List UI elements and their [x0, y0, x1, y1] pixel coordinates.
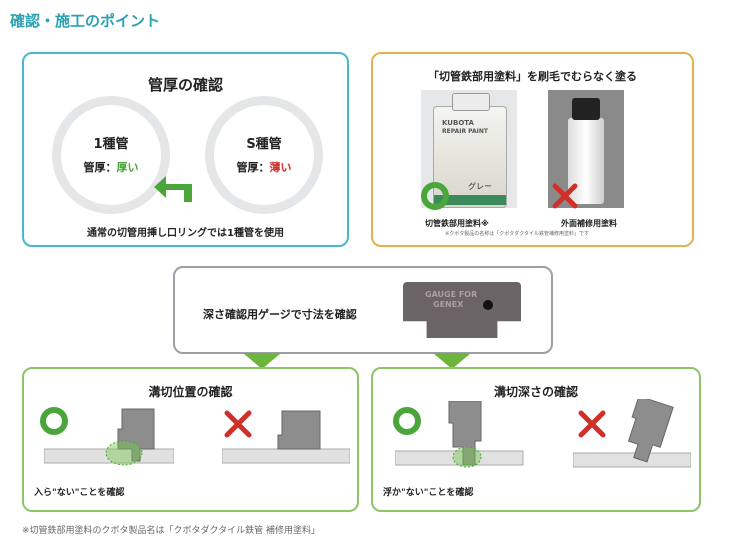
groove-depth-heading: 溝切深さの確認 — [493, 385, 578, 399]
type1-thickness-label: 管厚： — [83, 161, 117, 174]
ok-circle-icon-2 — [40, 407, 68, 435]
arrow-left-icon — [154, 176, 192, 202]
thickness-heading: 管厚の確認 — [147, 76, 223, 94]
paint-heading: 「切管鉄部用塗料」を刷毛でむらなく塗る — [428, 70, 637, 83]
groove-position-heading: 溝切位置の確認 — [148, 385, 233, 399]
type1-name: 1種管 — [93, 137, 129, 152]
type1-thickness: 管厚：厚い — [61, 159, 161, 175]
arrow-down-icon — [243, 353, 281, 369]
typeS-thickness: 管厚：薄い — [214, 159, 314, 175]
ng-cross-icon — [552, 183, 578, 209]
ng-cross-icon-2 — [224, 410, 252, 438]
paint-can-stripe — [434, 195, 506, 205]
gauge-caption: 深さ確認用ゲージで寸法を確認 — [203, 308, 357, 321]
footnote: ※切管鉄部用塗料のクボタ製品名は「クボタダクタイル鉄管 補修用塗料」 — [22, 526, 321, 536]
gauge-label-1: GAUGE FOR — [425, 290, 478, 299]
paint-ok-caption: 切管鉄部用塗料※ — [425, 219, 489, 228]
arrow-down-icon-2 — [433, 353, 471, 369]
type1-ring: 1種管 管厚：厚い — [52, 96, 170, 214]
paint-ng-caption: 外面補修用塗料 — [561, 219, 617, 228]
groove-depth-ng-diagram — [573, 399, 691, 468]
thickness-panel: 管厚の確認 1種管 管厚：厚い S種管 管厚：薄い 通常の切管用挿し口リングでは… — [22, 52, 349, 247]
page-title: 確認・施工のポイント — [10, 12, 161, 30]
paint-panel: 「切管鉄部用塗料」を刷毛でむらなく塗る KUBOTA REPAIR PAINT … — [371, 52, 694, 247]
ok-circle-icon — [421, 182, 449, 210]
thickness-caption: 通常の切管用挿し口リングでは1種管を使用 — [87, 228, 284, 239]
groove-depth-caption: 浮か"ない"ことを確認 — [383, 488, 474, 498]
gauge-photo: GAUGE FOR GENEX — [403, 282, 521, 338]
typeS-thickness-value: 薄い — [269, 161, 292, 174]
paint-can-color: グレー — [468, 182, 492, 191]
paint-can-product: REPAIR PAINT — [442, 128, 488, 135]
paint-can-brand: KUBOTA — [442, 119, 474, 127]
typeS-ring: S種管 管厚：薄い — [205, 96, 323, 214]
ng-cross-icon-3 — [578, 410, 606, 438]
spray-can-cap — [572, 98, 600, 120]
type1-thickness-value: 厚い — [116, 161, 139, 174]
paint-can-lid — [452, 93, 490, 111]
groove-depth-ok-diagram — [395, 401, 524, 468]
groove-position-caption: 入ら"ない"ことを確認 — [34, 488, 125, 498]
groove-position-panel: 溝切位置の確認 入ら"ない"ことを確認 — [22, 367, 359, 512]
typeS-name: S種管 — [246, 137, 282, 152]
groove-depth-panel: 溝切深さの確認 浮か"ない"ことを確認 — [371, 367, 701, 512]
gauge-label-2: GENEX — [433, 300, 464, 309]
ok-circle-icon-3 — [393, 407, 421, 435]
typeS-thickness-label: 管厚： — [236, 161, 270, 174]
gauge-hole — [483, 300, 493, 310]
groove-position-ng-diagram — [222, 410, 350, 464]
groove-position-ok-diagram — [44, 408, 174, 466]
paint-ok-subcaption: ※クボタ製品の名称は「クボタダクタイル鉄管補修用塗料」です — [445, 231, 589, 237]
gauge-panel: 深さ確認用ゲージで寸法を確認 GAUGE FOR GENEX — [173, 266, 553, 354]
